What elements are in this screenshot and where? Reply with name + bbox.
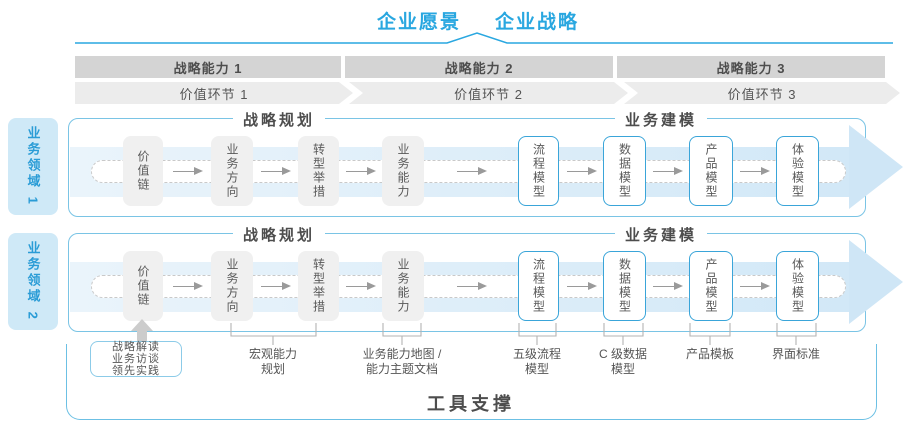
annotation-data-model: C 级数据 模型 (598, 347, 648, 376)
step-arrow-icon (653, 281, 683, 290)
flow-arrow-head-icon (849, 125, 903, 209)
step-arrow-icon (173, 281, 203, 290)
box-product-model: 产品模型 (689, 136, 733, 206)
box-process-model: 流程模型 (518, 136, 559, 206)
box-product-model: 产品模型 (689, 251, 733, 321)
strategy-title: 企业战略 (494, 12, 580, 33)
box-data-model: 数据模型 (603, 136, 646, 206)
box-transformation-initiatives: 转型举措 (298, 251, 339, 321)
step-arrow-icon (653, 166, 683, 175)
up-arrow-icon (137, 330, 147, 342)
flow-arrow-head-icon (849, 240, 903, 324)
tool-support-container (66, 344, 877, 420)
domain-tab-1: 业务领域 1 (8, 118, 58, 215)
domain-row-1: 战略规划 业务建模 价值链 业务方向 转型举措 业务能力 流程模型 数据模型 产… (68, 109, 903, 217)
annotation-product-template: 产品模板 (685, 347, 735, 361)
capability-bar-2: 战略能力 2 (345, 56, 613, 78)
capability-bar-3: 战略能力 3 (617, 56, 885, 78)
box-experience-model: 体验模型 (776, 251, 819, 321)
section-header-planning: 战略规划 (232, 224, 326, 245)
step-arrow-icon (740, 166, 770, 175)
annotation-macro-capability: 宏观能力 规划 (248, 347, 298, 376)
box-business-direction: 业务方向 (211, 136, 253, 206)
step-arrow-icon (346, 166, 376, 175)
box-business-capability: 业务能力 (382, 251, 424, 321)
box-data-model: 数据模型 (603, 251, 646, 321)
domain-tab-label: 业务领域 2 (25, 241, 41, 322)
vision-title: 企业愿景 (376, 12, 462, 33)
value-chevron-2: 价值环节 2 (349, 82, 628, 104)
annotation-process-model: 五级流程 模型 (512, 347, 562, 376)
box-business-capability: 业务能力 (382, 136, 424, 206)
step-arrow-icon (346, 281, 376, 290)
section-header-modeling: 业务建模 (614, 109, 708, 130)
step-arrow-icon (457, 166, 487, 175)
annotation-capability-map: 业务能力地图 / 能力主题文档 (362, 347, 442, 376)
practice-line: 战略解读 (112, 340, 160, 353)
step-arrow-icon (261, 166, 291, 175)
value-chevron-3: 价值环节 3 (624, 82, 900, 104)
section-header-modeling: 业务建模 (614, 224, 708, 245)
domain-tab-2: 业务领域 2 (8, 233, 58, 330)
step-arrow-icon (457, 281, 487, 290)
step-arrow-icon (261, 281, 291, 290)
annotation-ui-standard: 界面标准 (771, 347, 821, 361)
box-process-model: 流程模型 (518, 251, 559, 321)
practice-input-box: 战略解读 业务访谈 领先实践 (90, 341, 182, 377)
box-value-chain: 价值链 (123, 251, 163, 321)
box-value-chain: 价值链 (123, 136, 163, 206)
step-arrow-icon (567, 166, 597, 175)
step-arrow-icon (740, 281, 770, 290)
practice-line: 领先实践 (112, 365, 160, 378)
step-arrow-icon (567, 281, 597, 290)
practice-line: 业务访谈 (112, 352, 160, 365)
value-chevron-1: 价值环节 1 (75, 82, 353, 104)
vision-pointer-line (75, 32, 893, 44)
domain-tab-label: 业务领域 1 (25, 126, 41, 207)
up-arrow-icon (131, 319, 153, 331)
domain-row-2: 战略规划 业务建模 价值链 业务方向 转型举措 业务能力 流程模型 数据模型 产… (68, 224, 903, 332)
box-transformation-initiatives: 转型举措 (298, 136, 339, 206)
tool-support-label: 工具支撑 (427, 394, 515, 414)
capability-bar-1: 战略能力 1 (75, 56, 341, 78)
section-header-planning: 战略规划 (232, 109, 326, 130)
step-arrow-icon (173, 166, 203, 175)
box-business-direction: 业务方向 (211, 251, 253, 321)
box-experience-model: 体验模型 (776, 136, 819, 206)
